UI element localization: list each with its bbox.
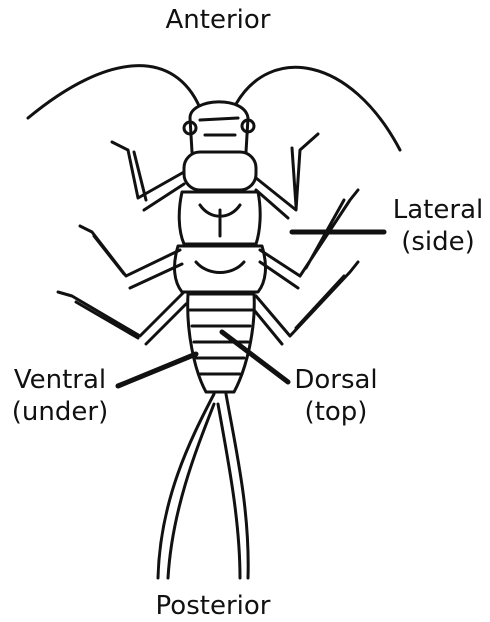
label-dorsal-gloss: (top): [286, 396, 386, 428]
label-lateral: Lateral (side): [388, 194, 488, 258]
metanotum: [175, 246, 266, 292]
left-hindleg: [58, 292, 186, 344]
ventral-pointer-line: [118, 354, 196, 386]
right-foreleg: [256, 134, 318, 218]
left-foreleg: [112, 142, 184, 210]
right-hindleg: [254, 262, 358, 344]
right-antenna: [236, 67, 400, 150]
label-ventral-term: Ventral: [4, 364, 116, 396]
label-lateral-gloss: (side): [388, 226, 488, 258]
label-anterior: Anterior: [158, 4, 278, 36]
label-posterior: Posterior: [148, 590, 278, 622]
label-dorsal: Dorsal (top): [286, 364, 386, 428]
pronotum: [184, 152, 256, 190]
right-cercus: [226, 394, 248, 578]
label-ventral: Ventral (under): [4, 364, 116, 428]
left-midleg: [80, 226, 182, 288]
label-lateral-term: Lateral: [388, 194, 488, 226]
left-antenna: [28, 66, 200, 118]
label-ventral-gloss: (under): [4, 396, 116, 428]
label-dorsal-term: Dorsal: [286, 364, 386, 396]
